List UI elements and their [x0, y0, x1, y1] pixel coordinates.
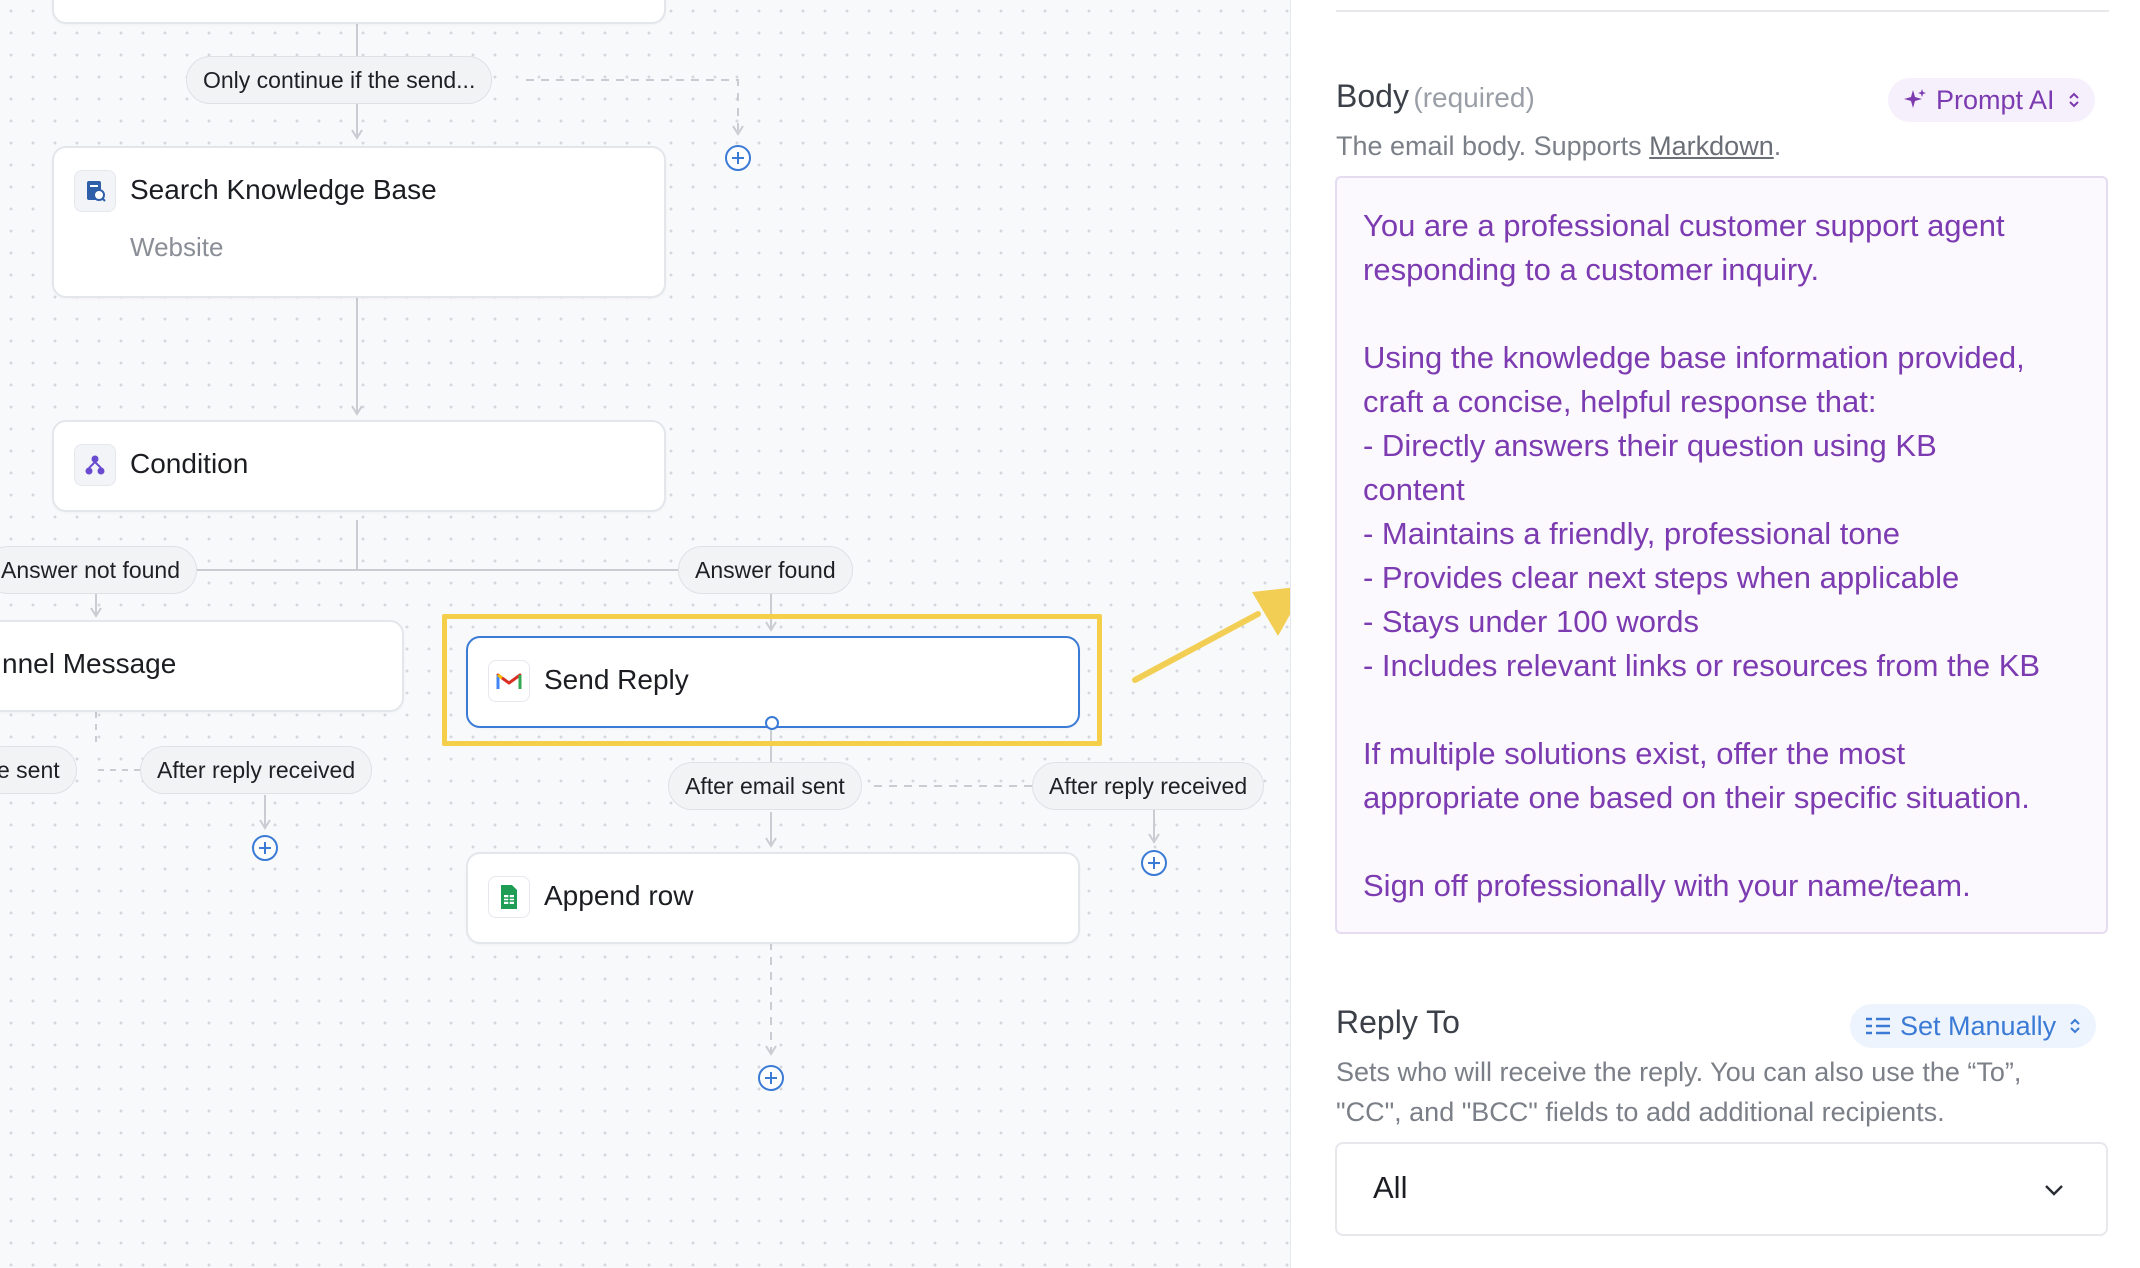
node-title: Append row: [544, 880, 694, 911]
condition-node[interactable]: Condition: [52, 420, 666, 512]
add-step-icon[interactable]: [1140, 849, 1168, 877]
sparkle-icon: [1904, 89, 1926, 108]
google-sheets-icon: [488, 876, 530, 918]
branch-pill-answer-not-found[interactable]: Answer not found: [0, 546, 198, 594]
node-title: Search Knowledge Base: [130, 174, 437, 205]
body-text-line: - Directly answers their question using …: [1363, 428, 1937, 463]
highlight-box: [442, 614, 1102, 746]
reply-to-description-line-2: "CC", and "BCC" fields to add additional…: [1336, 1097, 1945, 1127]
gmail-icon: [488, 660, 530, 702]
node-title: Send Reply: [544, 664, 689, 695]
node-title: nnel Message: [2, 648, 177, 679]
path-pill-after-reply-received[interactable]: After reply received: [1032, 762, 1265, 810]
divider: [1336, 10, 2109, 12]
knowledge-base-icon: [74, 170, 116, 212]
channel-message-node[interactable]: nnel Message: [0, 620, 404, 712]
body-text-line: craft a concise, helpful response that:: [1363, 384, 1877, 419]
reply-to-select[interactable]: All: [1335, 1142, 2108, 1236]
body-field-description: The email body. Supports Markdown.: [1336, 131, 1782, 161]
branch-pill-answer-found[interactable]: Answer found: [678, 546, 853, 594]
body-text-line: appropriate one based on their specific …: [1363, 780, 2030, 815]
add-step-icon[interactable]: [251, 834, 279, 862]
chevron-updown-icon: [2068, 92, 2079, 108]
prompt-ai-mode-button[interactable]: Prompt AI: [1888, 78, 2095, 122]
body-text-line: Sign off professionally with your name/t…: [1363, 868, 1971, 903]
search-knowledge-base-node[interactable]: Search Knowledge Base Website: [52, 146, 666, 298]
reply-to-description-line-1: Sets who will receive the reply. You can…: [1336, 1057, 2022, 1087]
markdown-link[interactable]: Markdown: [1649, 131, 1774, 161]
add-step-icon[interactable]: [724, 144, 752, 172]
filter-condition-pill[interactable]: Only continue if the send...: [186, 56, 493, 104]
chevron-updown-icon: [2070, 1018, 2080, 1034]
reply-to-field-label: Reply To: [1336, 1004, 1460, 1040]
node-subtitle: Website: [130, 232, 224, 262]
body-text-line: You are a professional customer support …: [1363, 208, 2005, 243]
add-step-icon[interactable]: [757, 1064, 785, 1092]
append-row-node[interactable]: Append row: [466, 852, 1080, 944]
connection-handle[interactable]: [765, 716, 779, 730]
path-pill-sent[interactable]: e sent: [0, 746, 77, 794]
set-manually-mode-button[interactable]: Set Manually: [1850, 1004, 2097, 1048]
selected-value: All: [1373, 1170, 1408, 1205]
body-field-label: Body (required): [1336, 78, 1535, 114]
condition-branch-icon: [74, 444, 116, 486]
chevron-down-icon: [2045, 1185, 2063, 1196]
body-text-line: [1363, 688, 2080, 732]
workflow-canvas[interactable]: Only continue if the send... Search Know…: [0, 0, 1290, 1268]
connector-lines: [90, 22, 1290, 1056]
list-icon: [1866, 1017, 1890, 1035]
body-text-line: If multiple solutions exist, offer the m…: [1363, 736, 1906, 771]
highlight-arrow: [1132, 587, 1290, 683]
body-text-line: - Maintains a friendly, professional ton…: [1363, 516, 1901, 551]
body-text-line: Using the knowledge base information pro…: [1363, 340, 2025, 375]
body-text-line: - Provides clear next steps when applica…: [1363, 560, 1960, 595]
path-pill-after-email-sent[interactable]: After email sent: [668, 762, 862, 810]
body-text-line: content: [1363, 472, 1465, 507]
previous-step-node[interactable]: [52, 0, 666, 24]
node-title: Condition: [130, 448, 249, 479]
send-reply-node[interactable]: Send Reply: [466, 636, 1080, 730]
body-text-line: - Stays under 100 words: [1363, 604, 1700, 639]
path-pill-after-reply-received[interactable]: After reply received: [140, 746, 373, 794]
body-prompt-textarea[interactable]: You are a professional customer support …: [1335, 176, 2108, 934]
body-text-line: responding to a customer inquiry.: [1363, 252, 1820, 287]
body-text-line: [1363, 820, 2080, 864]
body-text-line: [1363, 292, 2080, 336]
required-tag: (required): [1413, 82, 1535, 113]
body-text-line: - Includes relevant links or resources f…: [1363, 648, 2041, 683]
